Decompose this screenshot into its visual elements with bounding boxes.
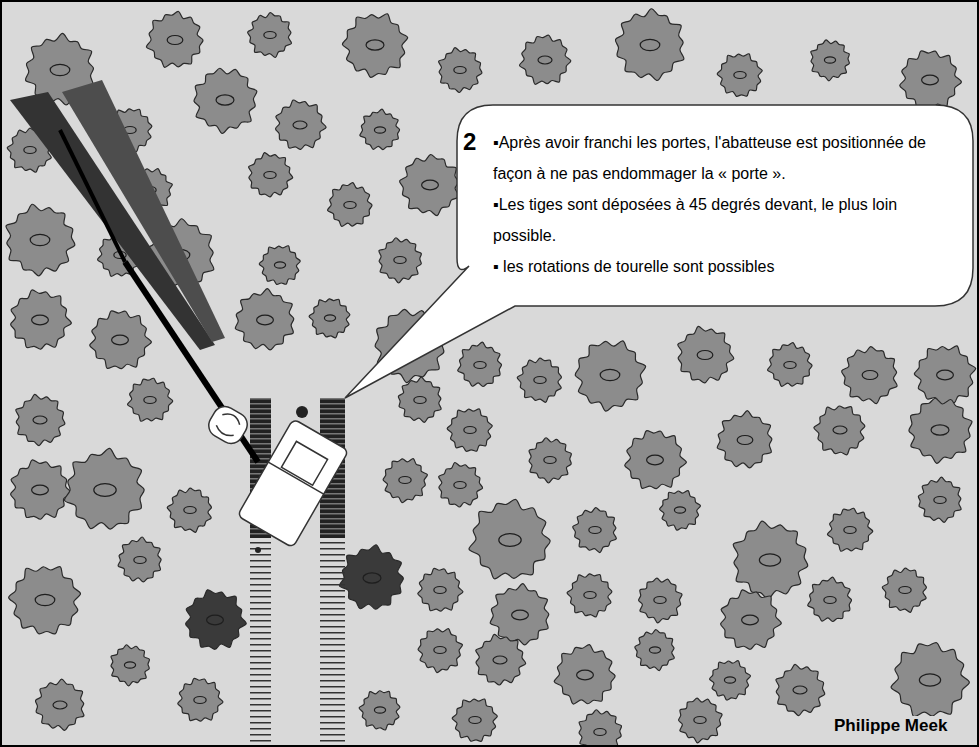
tree-crown (339, 545, 403, 609)
callout-number: 2 (463, 127, 476, 157)
tree-crown (439, 462, 483, 507)
trees (6, 9, 976, 747)
tree-crown (733, 521, 808, 599)
tree-crown (418, 629, 462, 673)
track-trail (250, 538, 271, 747)
tree-crown (579, 710, 621, 747)
tree-crown (309, 299, 350, 338)
engine-hood (281, 441, 327, 485)
tree-crown (808, 577, 852, 621)
tree-crown (625, 431, 687, 489)
tree-crown (573, 508, 617, 553)
tree-crown (900, 51, 962, 109)
tree-crown (918, 477, 961, 522)
tree-crown (128, 378, 173, 421)
tree-crown (379, 238, 421, 283)
tree-crown (517, 358, 561, 402)
tree-crown (328, 183, 373, 227)
tree-crown (11, 290, 72, 349)
tree-crown (35, 679, 83, 730)
bullet-note: ▪Les tiges sont déposées à 45 degrés dev… (493, 189, 963, 251)
stem-bundle (62, 80, 225, 342)
tree-crown (400, 155, 460, 216)
tree-crown (259, 246, 300, 285)
tree-crown (9, 567, 81, 634)
harvester (10, 80, 349, 747)
bullet-note: ▪ les rotations de tourelle sont possibl… (493, 251, 963, 282)
tree-crown (248, 13, 292, 58)
harvester-body (237, 419, 348, 548)
tree-crown (186, 590, 247, 650)
tree-crown (519, 35, 570, 84)
tree-crown (398, 377, 441, 422)
tree-crown (914, 346, 975, 405)
tree-crown (90, 311, 152, 369)
tree-crown (554, 645, 615, 704)
tree-crown (476, 634, 526, 685)
tree-crown (891, 643, 969, 717)
tree-crown (842, 347, 898, 404)
tree-crown (909, 398, 972, 463)
tree-crown (814, 406, 865, 455)
tree-crown (717, 54, 762, 97)
tree-crown (418, 568, 463, 611)
marker-dot (296, 406, 308, 418)
tree-crown (615, 9, 684, 81)
tree-crown (11, 460, 72, 519)
tree-crown (639, 578, 682, 623)
tree-crown (118, 537, 161, 582)
tree-crown (767, 343, 812, 387)
tree-crown (16, 394, 65, 445)
tree-crown (439, 48, 482, 93)
tree-crown (447, 409, 492, 451)
tree-crown (811, 40, 850, 81)
harvester-head (204, 402, 251, 448)
tree-crown (567, 574, 612, 617)
tree-crown (276, 100, 327, 149)
marker-dot (255, 547, 261, 553)
tree-crown (249, 153, 293, 197)
tree-crown (678, 326, 734, 383)
bullet-note: ▪Après avoir franchi les portes, l'abatt… (493, 127, 963, 189)
boom (60, 130, 125, 262)
tree-crown (882, 568, 926, 612)
tree-crown (64, 448, 144, 529)
tree-crown (383, 459, 427, 503)
tree-crown (679, 698, 723, 743)
author-signature: Philippe Meek (832, 716, 949, 736)
tree-crown (710, 661, 751, 700)
tree-crown (360, 109, 400, 149)
tree-crown (827, 508, 872, 551)
tree-crown (178, 678, 223, 721)
tree-crown (721, 590, 782, 649)
tree-crown (469, 499, 550, 578)
track-trail (320, 538, 345, 747)
tree-crown (235, 289, 293, 350)
tree-crown (717, 411, 772, 468)
boom (125, 262, 258, 462)
tree-crown (6, 204, 75, 276)
tree-crown (529, 438, 571, 483)
tree-crown (452, 699, 497, 741)
tree-crown (575, 341, 645, 411)
tree-crown (194, 68, 257, 133)
tree-crown (458, 342, 502, 386)
tree-crown (776, 664, 825, 715)
tree-crown (167, 488, 211, 532)
tree-crown (146, 11, 203, 67)
tree-crown (111, 645, 150, 686)
tree-crown (490, 584, 549, 645)
tree-crown (359, 691, 400, 730)
tree-crown (635, 630, 675, 671)
speech-bubble: 2 ▪Après avoir franchi les portes, l'abat… (455, 103, 977, 306)
tree-crown (342, 14, 407, 78)
tree-crown (660, 491, 701, 531)
